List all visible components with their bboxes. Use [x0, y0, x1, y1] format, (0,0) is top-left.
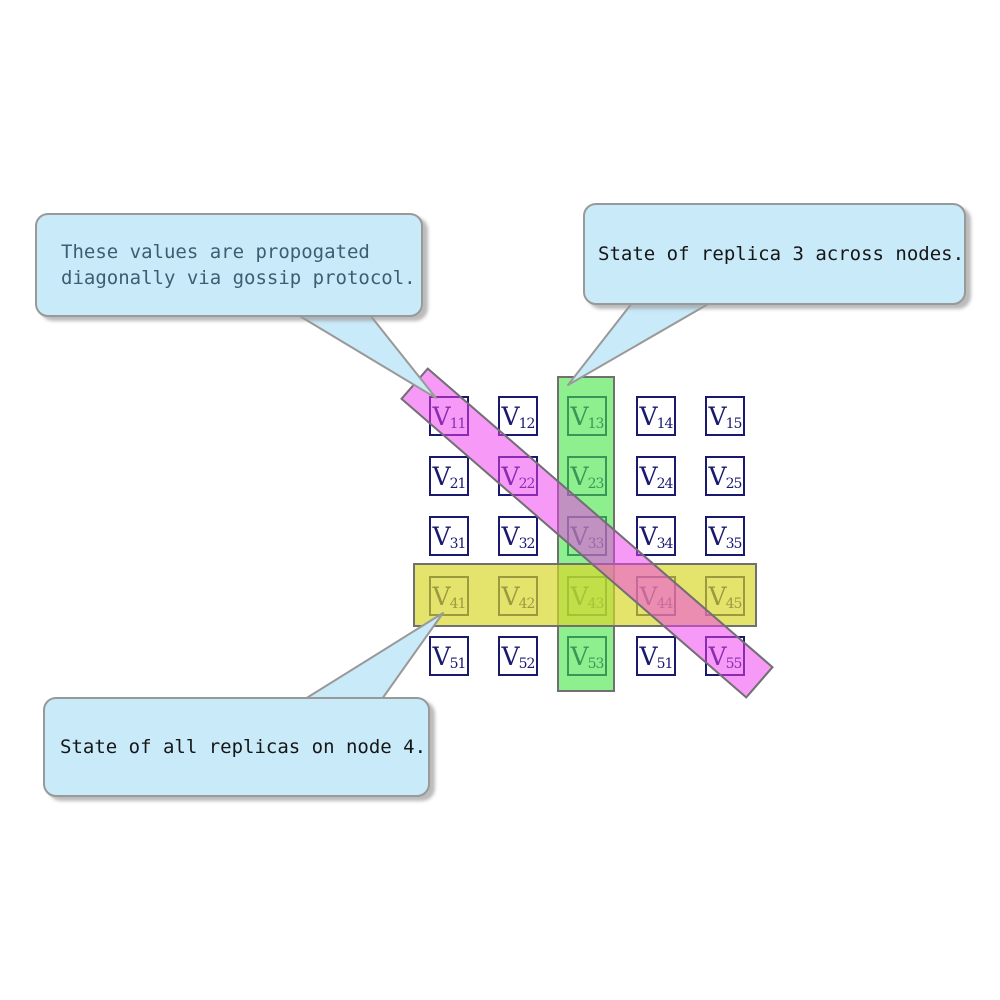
cell-subscript: 34 [656, 536, 674, 552]
cell-subscript: 12 [518, 416, 536, 432]
cell-label: V [432, 521, 451, 551]
cell-label: V [639, 641, 658, 671]
cell-subscript: 24 [656, 476, 674, 492]
cell-subscript: 31 [449, 536, 467, 552]
callout-text-line: State of all replicas on node 4. [60, 736, 427, 758]
cell-subscript: 25 [725, 476, 743, 492]
cell-subscript: 51 [656, 656, 674, 672]
cell-subscript: 15 [725, 416, 743, 432]
callout-text-line: State of replica 3 across nodes. [598, 243, 965, 265]
cell-label: V [708, 401, 727, 431]
cell-label: V [639, 521, 658, 551]
cell-label: V [432, 461, 451, 491]
callout-gossip-protocol: These values are propogated diagonally vi… [35, 213, 423, 317]
callout-text-line: diagonally via gossip protocol. [61, 267, 416, 289]
cell-subscript: 52 [518, 656, 536, 672]
cell-label: V [708, 461, 727, 491]
callout-node4-row: State of all replicas on node 4. [43, 697, 430, 797]
cell-label: V [501, 641, 520, 671]
cell-label: V [501, 521, 520, 551]
cell-label: V [432, 641, 451, 671]
cell-label: V [639, 461, 658, 491]
cell-subscript: 14 [656, 416, 674, 432]
cell-label: V [501, 401, 520, 431]
cell-subscript: 21 [449, 476, 467, 492]
cell-subscript: 32 [518, 536, 536, 552]
callout-text-line: These values are propogated [61, 241, 370, 263]
callout-replica3-column: State of replica 3 across nodes. [583, 203, 966, 305]
cell-label: V [708, 521, 727, 551]
cell-label: V [639, 401, 658, 431]
cell-subscript: 35 [725, 536, 743, 552]
callout-tail-replica3 [567, 302, 711, 386]
cell-subscript: 51 [449, 656, 467, 672]
